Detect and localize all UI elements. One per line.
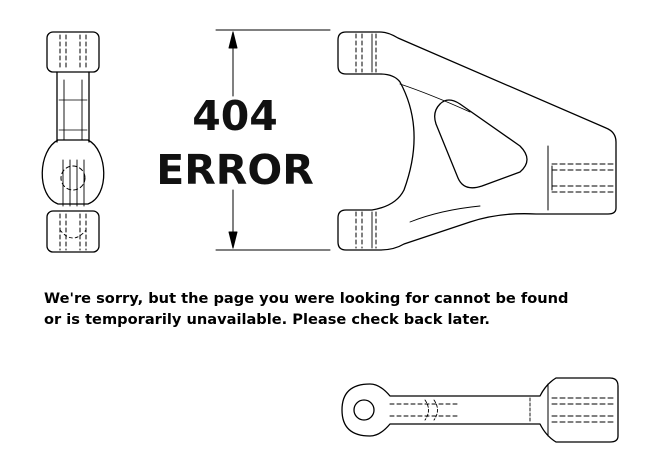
error-code: 404 [192, 92, 278, 140]
error-message-line-2: or is temporarily unavailable. Please ch… [44, 311, 490, 328]
error-message-line-1: We're sorry, but the page you were looki… [44, 290, 569, 307]
side-view-drawing [41, 31, 105, 253]
error-word: ERROR [156, 146, 314, 194]
a-arm-top-view-drawing [337, 31, 617, 251]
error-heading: 404 ERROR [150, 94, 320, 192]
dimension-line [215, 29, 331, 251]
link-side-view-drawing [341, 377, 619, 443]
error-message: We're sorry, but the page you were looki… [44, 288, 644, 330]
